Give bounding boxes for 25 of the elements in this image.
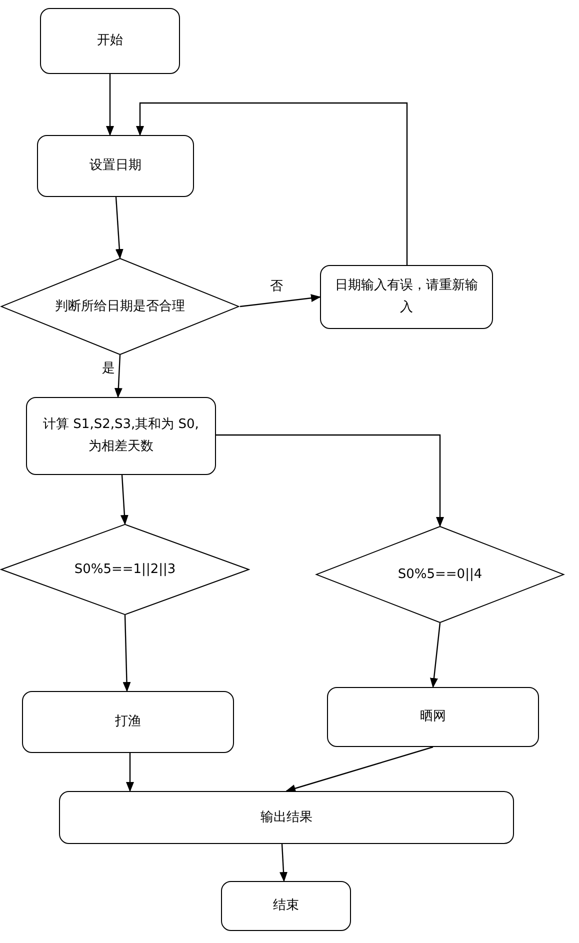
- decision-diamond: 判断所给日期是否合理: [0, 258, 240, 355]
- arrow: [216, 434, 444, 527]
- edge-label: 否: [268, 279, 285, 295]
- arrow: [240, 294, 321, 308]
- arrow: [114, 354, 122, 398]
- arrow: [286, 746, 434, 792]
- process-box: 输出结果: [59, 791, 514, 844]
- arrow: [136, 102, 408, 265]
- terminal-box: 结束: [221, 881, 351, 931]
- arrow: [115, 196, 124, 259]
- arrow: [120, 474, 128, 525]
- process-box: 设置日期: [37, 135, 194, 197]
- arrow: [106, 74, 114, 136]
- arrow: [122, 614, 131, 692]
- arrow: [280, 844, 288, 882]
- arrow: [126, 753, 134, 792]
- decision-diamond: S0%5==1||2||3: [0, 524, 250, 615]
- arrow: [430, 622, 441, 688]
- edge-label: 是: [100, 361, 117, 377]
- process-box: 计算 S1,S2,S3,其和为 S0,为相差天数: [26, 397, 216, 475]
- process-box: 晒网: [327, 687, 539, 747]
- process-box: 日期输入有误，请重新输入: [320, 265, 493, 329]
- process-box: 打渔: [22, 691, 234, 753]
- terminal-box: 开始: [40, 8, 180, 74]
- decision-diamond: S0%5==0||4: [315, 526, 565, 623]
